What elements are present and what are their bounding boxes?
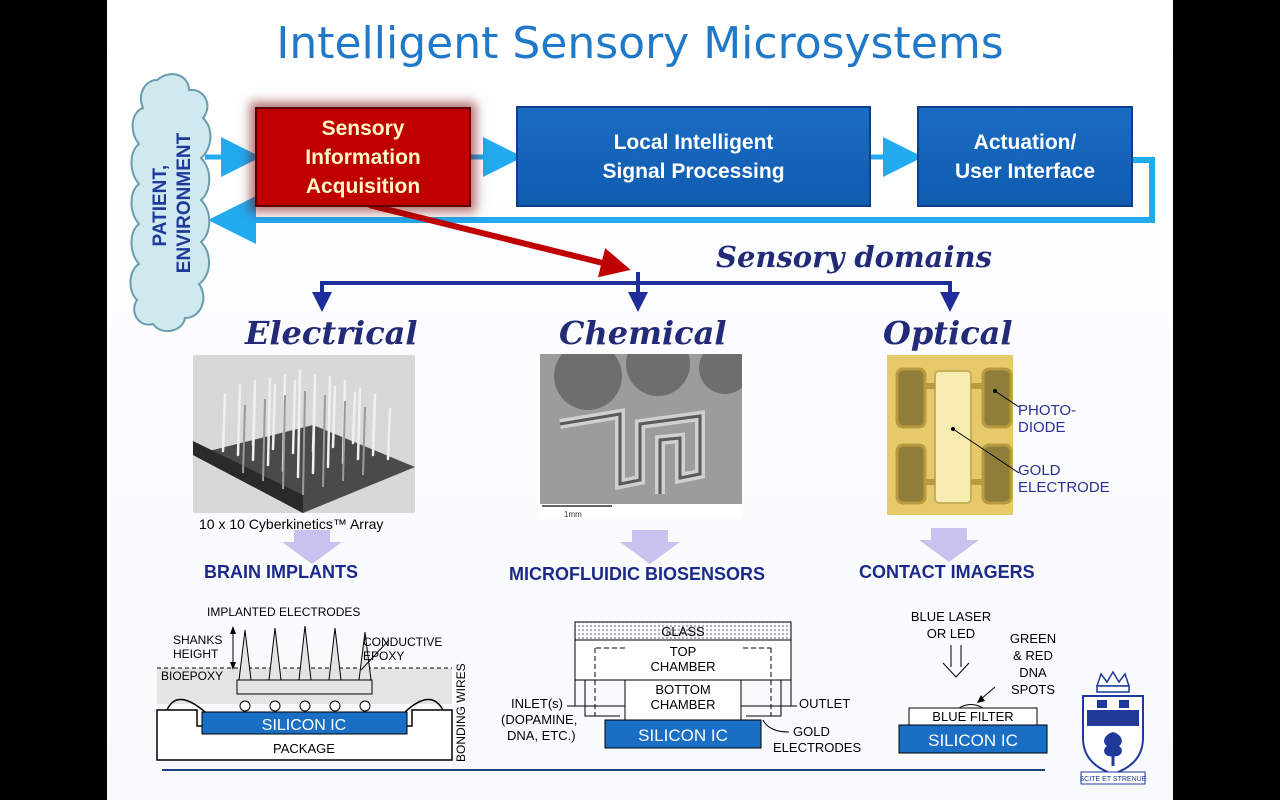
silicon-ic-label-electrical: SILICON IC bbox=[262, 717, 346, 734]
inlet-label-1: INLET(s) bbox=[511, 696, 563, 711]
sensory-domains-label: Sensory domains bbox=[716, 240, 992, 274]
processing-line1: Local Intelligent bbox=[613, 130, 774, 154]
slide: Intelligent Sensory Microsystems bbox=[107, 0, 1173, 800]
electrode-array-photo bbox=[193, 355, 415, 513]
svg-text:PATIENT, ENVIRONMENT: PATIENT, ENVIRONMENT bbox=[150, 132, 195, 273]
flow-arrows bbox=[162, 137, 1155, 771]
blue-laser-1: BLUE LASER bbox=[911, 609, 991, 624]
acquisition-line3: Acquisition bbox=[305, 174, 421, 198]
category-microfluidic-biosensors: MICROFLUIDIC BIOSENSORS bbox=[509, 564, 766, 584]
category-contact-imagers: CONTACT IMAGERS bbox=[859, 562, 1035, 582]
contact-imager-photo bbox=[887, 355, 1013, 515]
cloud-label-line2: ENVIRONMENT bbox=[174, 132, 195, 273]
inlet-label-3: DNA, ETC.) bbox=[507, 728, 576, 743]
conductive-label-2: EPOXY bbox=[363, 649, 404, 663]
acquisition-line2: Information bbox=[305, 145, 421, 169]
microfluidic-schematic: GLASS TOP CHAMBER BOTTOM CHAMBER SILICON… bbox=[501, 621, 861, 755]
inlet-label-2: (DOPAMINE, bbox=[501, 712, 577, 727]
dna-spots-2: & RED bbox=[1013, 648, 1053, 663]
optical-callout-lines bbox=[951, 389, 1020, 474]
processing-line2: Signal Processing bbox=[602, 159, 785, 183]
bonding-wires-label: BONDING WIRES bbox=[454, 663, 468, 762]
acquisition-line1: Sensory bbox=[321, 116, 405, 140]
domain-chemical: Chemical bbox=[559, 314, 727, 352]
university-crest-logo: SCITE ET STRENUE bbox=[1080, 670, 1147, 785]
actuation-block: Actuation/ User Interface bbox=[917, 106, 1133, 207]
glass-label: GLASS bbox=[661, 624, 705, 639]
bottom-chamber-2: CHAMBER bbox=[650, 697, 715, 712]
photodiode-label: PHOTO- DIODE bbox=[1018, 402, 1077, 436]
dna-spots-3: DNA bbox=[1019, 665, 1047, 680]
page-title: Intelligent Sensory Microsystems bbox=[276, 18, 1004, 69]
down-arrow-chemical bbox=[620, 530, 680, 564]
shanks-label-2: HEIGHT bbox=[173, 647, 219, 661]
patient-environment-cloud: PATIENT, ENVIRONMENT bbox=[129, 73, 212, 333]
implanted-electrodes-label: IMPLANTED ELECTRODES bbox=[207, 605, 360, 619]
arrow-feedback-loop bbox=[208, 157, 1155, 244]
bioepoxy-label: BIOEPOXY bbox=[161, 669, 223, 683]
domain-optical: Optical bbox=[883, 314, 1013, 352]
microfluidic-sem-photo: 1mm bbox=[540, 354, 742, 519]
electrode-array-caption: 10 x 10 Cyberkinetics™ Array bbox=[199, 516, 384, 532]
down-arrow-electrical bbox=[282, 530, 342, 564]
category-brain-implants: BRAIN IMPLANTS bbox=[204, 562, 358, 582]
dna-spots-4: SPOTS bbox=[1011, 682, 1055, 697]
gold-electrodes-2: ELECTRODES bbox=[773, 740, 861, 755]
signal-processing-block: Local Intelligent Signal Processing bbox=[516, 106, 871, 207]
cloud-label-line1: PATIENT, bbox=[150, 165, 171, 247]
bottom-chamber-1: BOTTOM bbox=[655, 682, 710, 697]
top-chamber-1: TOP bbox=[670, 644, 697, 659]
crest-motto: SCITE ET STRENUE bbox=[1080, 776, 1147, 783]
contact-imager-schematic: BLUE LASER OR LED GREEN & RED DNA SPOTS … bbox=[898, 609, 1056, 754]
blue-filter-label: BLUE FILTER bbox=[932, 709, 1013, 724]
shanks-label-1: SHANKS bbox=[173, 633, 222, 647]
gold-electrodes-1: GOLD bbox=[793, 724, 830, 739]
scale-label: 1mm bbox=[564, 510, 582, 519]
package-label: PACKAGE bbox=[273, 741, 335, 756]
sensory-acquisition-block: Sensory Information Acquisition bbox=[255, 107, 471, 207]
silicon-ic-label-chemical: SILICON IC bbox=[638, 726, 728, 745]
arrow-acquisition-to-domains bbox=[368, 202, 631, 278]
silicon-ic-label-optical: SILICON IC bbox=[928, 731, 1018, 750]
actuation-line2: User Interface bbox=[954, 159, 1096, 183]
top-chamber-2: CHAMBER bbox=[650, 659, 715, 674]
brain-implant-schematic: IMPLANTED ELECTRODES SHANKS HEIGHT CONDU… bbox=[156, 605, 468, 762]
actuation-line1: Actuation/ bbox=[973, 130, 1077, 154]
down-arrow-optical bbox=[919, 528, 979, 562]
outlet-label: OUTLET bbox=[799, 696, 850, 711]
blue-laser-2: OR LED bbox=[927, 626, 975, 641]
dna-spots-1: GREEN bbox=[1010, 631, 1056, 646]
domain-electrical: Electrical bbox=[245, 314, 418, 352]
gold-electrode-label: GOLD ELECTRODE bbox=[1018, 462, 1110, 496]
conductive-label-1: CONDUCTIVE bbox=[363, 635, 442, 649]
